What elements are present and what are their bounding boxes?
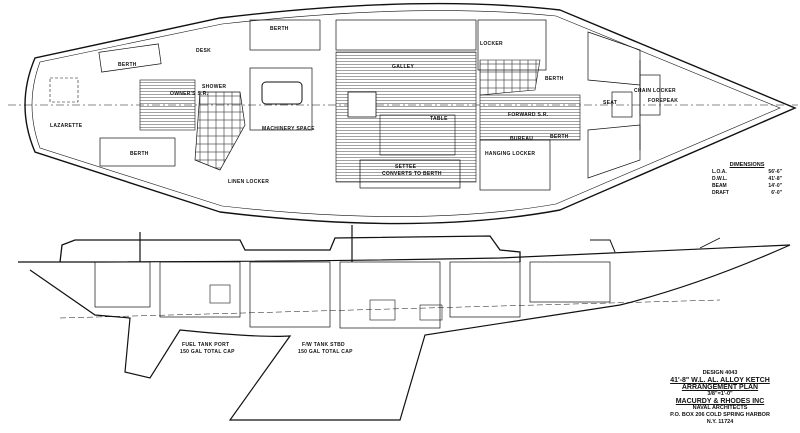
- plan-hull-outline: [24, 2, 797, 225]
- label-berth: BERTH: [130, 151, 149, 157]
- label-linen-locker: LINEN LOCKER: [228, 179, 269, 185]
- dimension-row: DRAFT 6'-0": [712, 190, 782, 197]
- label-fuel-tank-stbd: F/W TANK STBD: [302, 342, 345, 348]
- label-hanging-locker: HANGING LOCKER: [485, 151, 535, 157]
- label-berth: BERTH: [118, 62, 137, 68]
- label-galley: GALLEY: [392, 64, 414, 70]
- label-seat: SEAT: [603, 100, 617, 106]
- dimension-value: 6'-0": [771, 190, 782, 196]
- label-table: TABLE: [430, 116, 448, 122]
- label-settee-note: CONVERTS TO BERTH: [382, 171, 442, 177]
- dimension-row: D.W.L. 41'-8": [712, 176, 782, 183]
- title-block: DESIGN 4043 41'-8" W.L. AL. ALLOY KETCH …: [660, 370, 780, 426]
- label-chain-locker: CHAIN LOCKER: [634, 88, 676, 94]
- label-fuel-tank-port: FUEL TANK PORT: [182, 342, 229, 348]
- label-forepeak: FOREPEAK: [648, 98, 678, 104]
- firm-address: P.O. BOX 206 COLD SPRING HARBOR: [670, 412, 770, 418]
- dimension-label: BEAM: [712, 183, 727, 189]
- label-lazarette: LAZARETTE: [50, 123, 83, 129]
- label-locker: LOCKER: [480, 41, 503, 47]
- dimension-row: L.O.A. 56'-6": [712, 169, 782, 176]
- firm-name: MACURDY & RHODES INC: [675, 398, 765, 405]
- profile-sheer-line: [17, 244, 791, 263]
- label-shower: SHOWER: [202, 84, 226, 90]
- dimension-label: D.W.L.: [712, 176, 728, 182]
- title-line-1: 41'-8" W.L. AL. ALLOY KETCH: [670, 377, 770, 384]
- dimensions-table: DIMENSIONS L.O.A. 56'-6" D.W.L. 41'-8" BEA…: [712, 162, 782, 197]
- label-berth: BERTH: [270, 26, 289, 32]
- firm-address-2: N.Y. 11724: [706, 419, 734, 425]
- label-fuel-tank-port-cap: 150 GAL TOTAL CAP: [180, 349, 235, 355]
- plan-deck-inner: [31, 10, 781, 217]
- profile-labels: FUEL TANK PORT 150 GAL TOTAL CAP F/W TAN…: [180, 342, 353, 355]
- dimension-value: 41'-8": [768, 176, 782, 182]
- label-forward-sr: FORWARD S.R.: [508, 112, 549, 118]
- dimension-row: BEAM 14'-0": [712, 183, 782, 190]
- label-settee: SETTEE: [395, 164, 417, 170]
- plan-labels: LAZARETTE BERTH BERTH OWNER'S S.R. SHOWE…: [50, 26, 678, 185]
- label-owners-sr: OWNER'S S.R.: [170, 91, 209, 97]
- dimension-value: 56'-6": [768, 169, 782, 175]
- label-bureau: BUREAU: [510, 136, 533, 142]
- profile-view: [17, 225, 791, 421]
- label-berth: BERTH: [545, 76, 564, 82]
- profile-cabin-trunk: [59, 235, 521, 263]
- plan-view: [8, 2, 798, 225]
- label-fuel-tank-stbd-cap: 150 GAL TOTAL CAP: [298, 349, 353, 355]
- scale: 3/8"=1'-0": [707, 391, 733, 397]
- title-line-2: ARRANGEMENT PLAN: [681, 384, 759, 391]
- dimension-value: 14'-0": [768, 183, 782, 189]
- profile-hull-bottom: [29, 244, 791, 421]
- profile-waterline: [59, 299, 721, 319]
- dimension-label: DRAFT: [712, 190, 729, 196]
- dimension-label: L.O.A.: [712, 169, 727, 175]
- firm-subtitle: NAVAL ARCHITECTS: [692, 405, 748, 411]
- label-machinery-space: MACHINERY SPACE: [262, 126, 315, 132]
- label-berth: BERTH: [550, 134, 569, 140]
- label-desk: DESK: [196, 48, 211, 54]
- dimensions-title: DIMENSIONS: [729, 162, 765, 168]
- design-number: DESIGN 4043: [702, 370, 738, 376]
